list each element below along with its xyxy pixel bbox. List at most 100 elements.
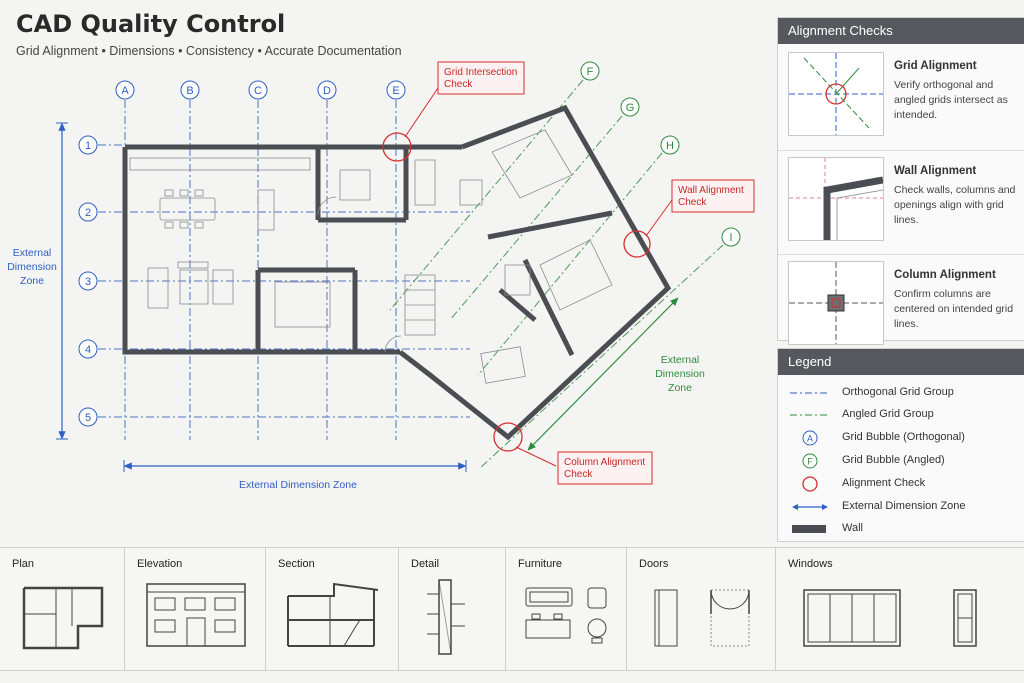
grid-bubble-angled-0: F <box>587 66 594 78</box>
check-grid-alignment-desc: Verify orthogonal and angled grids inter… <box>894 79 1008 121</box>
wall-symbol <box>792 525 826 533</box>
callout-column-alignment-line1: Column Alignment <box>564 457 645 468</box>
legend-item-dimension-zone: External Dimension Zone <box>778 496 1024 518</box>
dimension-zone-left: External Dimension Zone <box>7 247 57 287</box>
thumbnail-elevation-label: Elevation <box>137 558 183 570</box>
legend-item-orthogonal-grid: Orthogonal Grid Group <box>778 382 1024 404</box>
dimension-arrow-symbol <box>792 504 828 510</box>
grid-bubbles-rows: 1 2 3 4 5 <box>78 135 98 427</box>
thumbnail-section[interactable]: Section <box>266 548 399 670</box>
thumbnail-doors[interactable]: Doors <box>627 548 776 670</box>
dim-angled-line3: Zone <box>668 382 692 394</box>
thumbnail-furniture-label: Furniture <box>518 558 563 570</box>
dimension-lines <box>56 122 679 472</box>
check-wall-alignment: Wall Alignment Check walls, columns and … <box>778 150 1024 255</box>
svg-text:F: F <box>807 457 813 467</box>
alignment-checks-title: Alignment Checks <box>778 18 1024 44</box>
dim-left-line3: Zone <box>20 275 44 287</box>
thumbnail-plan[interactable]: Plan <box>0 548 125 670</box>
detail-thumbnail-icon <box>427 579 465 655</box>
page-title: CAD Quality Control <box>16 10 286 38</box>
legend-item-bubble-orthogonal: A Grid Bubble (Orthogonal) <box>778 427 1024 449</box>
legend-label-2: Grid Bubble (Orthogonal) <box>842 431 965 443</box>
thumbnail-section-label: Section <box>278 558 315 570</box>
legend-label-3: Grid Bubble (Angled) <box>842 454 945 466</box>
page-subtitle: Grid Alignment • Dimensions • Consistenc… <box>16 44 402 58</box>
legend-label-6: Wall <box>842 522 863 534</box>
windows-thumbnail-icon <box>803 589 977 647</box>
angled-grid-symbol <box>790 414 830 416</box>
thumbnail-strip: Plan Elevation Section Detail <box>0 547 1024 671</box>
grid-bubbles-angled: F G H I <box>580 61 741 247</box>
grid-bubble-row-2: 3 <box>85 276 91 288</box>
thumbnail-doors-label: Doors <box>639 558 669 570</box>
column-alignment-thumbnail <box>788 261 884 345</box>
orthogonal-grid-symbol <box>790 392 830 394</box>
legend-item-angled-grid: Angled Grid Group <box>778 404 1024 426</box>
thumbnail-plan-label: Plan <box>12 558 35 570</box>
legend-title: Legend <box>778 349 1024 375</box>
dim-left-line1: External <box>13 247 52 259</box>
callout-wall-alignment: Wall Alignment Check <box>671 179 755 213</box>
grid-bubble-col-4: E <box>392 85 399 97</box>
alignment-checks-panel: Alignment Checks Grid Alignment Verify o… <box>777 17 1024 345</box>
grid-alignment-thumbnail <box>788 52 884 136</box>
grid-bubble-row-0: 1 <box>85 140 91 152</box>
callout-wall-alignment-line1: Wall Alignment <box>678 185 744 196</box>
dimension-zone-bottom: External Dimension Zone <box>239 479 357 491</box>
legend-panel: Legend Orthogonal Grid Group Angled Grid… <box>777 348 1024 542</box>
grid-bubble-col-2: C <box>254 85 262 97</box>
thumbnail-detail[interactable]: Detail <box>399 548 506 670</box>
legend-label-1: Angled Grid Group <box>842 408 934 420</box>
legend-label-4: Alignment Check <box>842 477 926 489</box>
callout-grid-intersection-line1: Grid Intersection <box>444 67 517 78</box>
grid-bubbles-columns: A B C D E <box>115 80 406 100</box>
thumbnail-windows-label: Windows <box>788 558 833 570</box>
legend-item-bubble-angled: F Grid Bubble (Angled) <box>778 450 1024 472</box>
plan-thumbnail-icon <box>22 586 104 650</box>
callout-grid-intersection: Grid Intersection Check <box>437 61 525 95</box>
wall-alignment-thumbnail <box>788 157 884 241</box>
thumbnail-furniture[interactable]: Furniture <box>506 548 627 670</box>
grid-bubble-col-0: A <box>121 85 129 97</box>
check-wall-alignment-title: Wall Alignment <box>894 165 977 177</box>
plan-check-circles <box>382 132 651 452</box>
grid-bubble-angled-1: G <box>626 102 635 114</box>
callout-grid-intersection-line2: Check <box>444 79 473 90</box>
grid-bubble-row-4: 5 <box>85 412 91 424</box>
alignment-check-symbol <box>802 476 818 492</box>
check-column-alignment: Column Alignment Confirm columns are cen… <box>778 254 1024 345</box>
dim-angled-line2: Dimension <box>655 368 705 380</box>
legend-item-wall: Wall <box>778 518 1024 540</box>
section-thumbnail-icon <box>287 582 379 647</box>
thumbnail-elevation[interactable]: Elevation <box>125 548 266 670</box>
thumbnail-windows[interactable]: Windows <box>776 548 1023 670</box>
bubble-orthogonal-symbol: A <box>802 430 818 446</box>
grid-bubble-col-3: D <box>323 85 331 97</box>
dim-left-line2: Dimension <box>7 261 57 273</box>
callout-wall-alignment-line2: Check <box>678 197 707 208</box>
elevation-thumbnail-icon <box>146 583 246 647</box>
grid-bubble-row-3: 4 <box>85 344 91 356</box>
check-grid-alignment: Grid Alignment Verify orthogonal and ang… <box>778 46 1024 150</box>
check-wall-alignment-desc: Check walls, columns and openings align … <box>894 184 1016 226</box>
floor-plan-drawing: Grid Intersection Check Wall Alignment C… <box>7 61 755 491</box>
dim-angled-line1: External <box>661 354 700 366</box>
callout-column-alignment-line2: Check <box>564 469 593 480</box>
check-column-alignment-desc: Confirm columns are centered on intended… <box>894 288 1014 330</box>
legend-item-alignment-check: Alignment Check <box>778 473 1024 495</box>
grid-bubble-angled-2: H <box>666 140 674 152</box>
check-grid-alignment-title: Grid Alignment <box>894 60 977 72</box>
grid-bubble-row-1: 2 <box>85 207 91 219</box>
legend-label-5: External Dimension Zone <box>842 500 966 512</box>
svg-text:A: A <box>807 434 813 444</box>
thumbnail-detail-label: Detail <box>411 558 440 570</box>
grid-bubble-angled-3: I <box>729 232 732 244</box>
plan-furniture <box>129 129 613 384</box>
furniture-thumbnail-icon <box>525 587 607 644</box>
legend-label-0: Orthogonal Grid Group <box>842 386 954 398</box>
dimension-zone-angled: External Dimension Zone <box>655 354 705 394</box>
callout-column-alignment: Column Alignment Check <box>557 451 653 485</box>
doors-thumbnail-icon <box>654 589 750 647</box>
check-column-alignment-title: Column Alignment <box>894 269 996 281</box>
